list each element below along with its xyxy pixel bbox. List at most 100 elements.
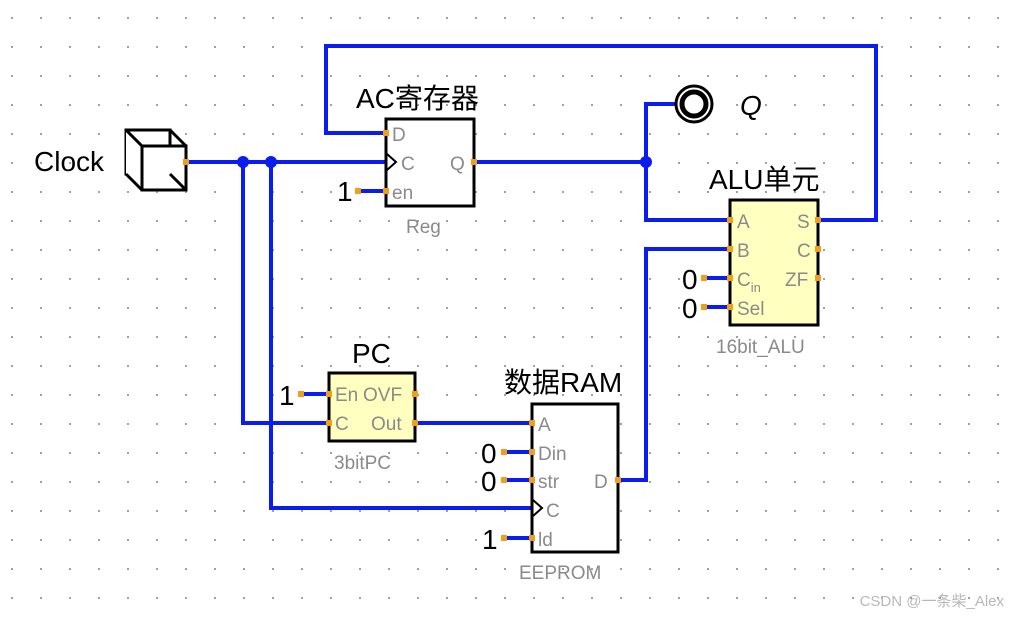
grid-dot <box>910 452 912 454</box>
alu-pin-b[interactable] <box>727 246 733 252</box>
data-ram[interactable]: 数据RAM A Din str C ld D EEPROM 0 0 1 <box>481 367 622 584</box>
grid-dot <box>301 336 303 338</box>
ram-din-const-pin[interactable] <box>501 449 507 455</box>
wire-alu-s-feedback[interactable] <box>324 44 878 222</box>
grid-dot <box>504 191 506 193</box>
grid-dot <box>968 220 970 222</box>
grid-dot <box>881 278 883 280</box>
grid-dot <box>214 249 216 251</box>
grid-dot <box>765 191 767 193</box>
grid-dot <box>69 365 71 367</box>
ram-pin-str[interactable] <box>529 477 535 483</box>
grid-dot <box>156 249 158 251</box>
wire-clock-to-ram[interactable] <box>269 160 534 510</box>
grid-dot <box>852 17 854 19</box>
grid-dot <box>214 307 216 309</box>
grid-dot <box>359 220 361 222</box>
grid-dot <box>823 133 825 135</box>
grid-dot <box>649 191 651 193</box>
clock-input[interactable]: Clock <box>34 128 189 192</box>
grid-dot <box>765 597 767 599</box>
alu-unit[interactable]: ALU单元 A B Cin Sel S C ZF 16bit_ALU 0 0 <box>682 164 821 358</box>
register-pin-en[interactable] <box>383 188 389 194</box>
output-probe-q[interactable]: Q <box>674 84 762 124</box>
alu-pin-sel[interactable] <box>727 304 733 310</box>
grid-dot <box>185 452 187 454</box>
grid-dot <box>939 365 941 367</box>
pc-pin-en[interactable] <box>326 391 332 397</box>
grid-dot <box>127 568 129 570</box>
grid-dot <box>417 75 419 77</box>
pc-en-const-pin[interactable] <box>298 391 304 397</box>
ram-str-const: 0 <box>481 466 497 497</box>
grid-dot <box>69 452 71 454</box>
grid-dot <box>243 46 245 48</box>
ram-pin-ld[interactable] <box>529 535 535 541</box>
grid-dot <box>185 46 187 48</box>
alu-cin-const-pin[interactable] <box>701 275 707 281</box>
grid-dot <box>794 191 796 193</box>
register-pin-q[interactable] <box>471 159 477 165</box>
grid-dot <box>243 104 245 106</box>
ac-register[interactable]: AC寄存器 D C en Q Reg 1 <box>337 83 479 238</box>
grid-dot <box>11 307 13 309</box>
grid-dot <box>939 191 941 193</box>
grid-dot <box>417 481 419 483</box>
pc-pin-out[interactable] <box>412 420 418 426</box>
grid-dot <box>69 17 71 19</box>
grid-dot <box>359 481 361 483</box>
ram-ld-const-pin[interactable] <box>501 535 507 541</box>
grid-dot <box>330 220 332 222</box>
grid-dot <box>794 423 796 425</box>
grid-dot <box>417 452 419 454</box>
grid-dot <box>852 423 854 425</box>
ram-str-const-pin[interactable] <box>501 477 507 483</box>
alu-sel-const-pin[interactable] <box>701 304 707 310</box>
grid-dot <box>185 249 187 251</box>
grid-dot <box>359 17 361 19</box>
grid-dot <box>40 597 42 599</box>
grid-dot <box>272 510 274 512</box>
pc-pin-c[interactable] <box>326 420 332 426</box>
grid-dot <box>794 162 796 164</box>
register-pin-en-label: en <box>392 183 413 204</box>
grid-dot <box>11 133 13 135</box>
register-pin-q-label: Q <box>450 154 465 175</box>
alu-pin-c[interactable] <box>815 246 821 252</box>
alu-pin-zf[interactable] <box>815 275 821 281</box>
grid-dot <box>475 75 477 77</box>
grid-dot <box>852 539 854 541</box>
grid-dot <box>475 539 477 541</box>
wire-to-output-q[interactable] <box>644 102 732 222</box>
grid-dot <box>11 336 13 338</box>
alu-pin-s[interactable] <box>815 217 821 223</box>
ram-pin-a[interactable] <box>529 420 535 426</box>
grid-dot <box>40 481 42 483</box>
grid-dot <box>910 249 912 251</box>
pc-pin-ovf[interactable] <box>412 391 418 397</box>
register-pin-d[interactable] <box>383 130 389 136</box>
grid-dot <box>562 104 564 106</box>
ram-pin-din[interactable] <box>529 449 535 455</box>
grid-dot <box>11 46 13 48</box>
grid-dots <box>11 17 999 599</box>
grid-dot <box>417 568 419 570</box>
wire-clock-to-pc[interactable] <box>241 160 331 425</box>
grid-dot <box>301 104 303 106</box>
grid-dot <box>446 104 448 106</box>
grid-dot <box>562 278 564 280</box>
wire-ram-d-to-alu-b[interactable] <box>616 247 732 482</box>
program-counter[interactable]: PC En C OVF Out 3bitPC 1 <box>279 338 418 474</box>
alu-pin-cin[interactable] <box>727 275 733 281</box>
grid-dot <box>98 278 100 280</box>
register-en-const-pin[interactable] <box>355 188 361 194</box>
grid-dot <box>939 220 941 222</box>
ram-pin-d[interactable] <box>615 477 621 483</box>
clock-pin[interactable] <box>183 159 189 165</box>
grid-dot <box>69 191 71 193</box>
grid-dot <box>910 423 912 425</box>
grid-dot <box>562 336 564 338</box>
output-q-label: Q <box>740 90 762 121</box>
alu-pin-a[interactable] <box>727 217 733 223</box>
